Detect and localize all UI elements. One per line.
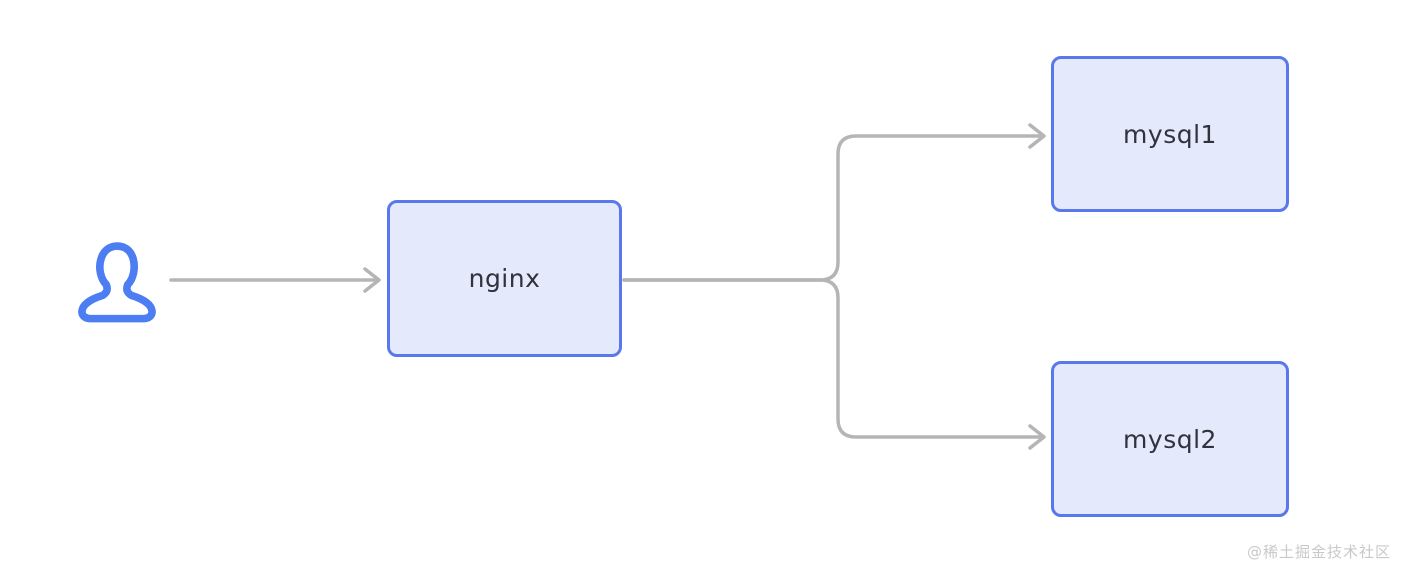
user-icon xyxy=(74,236,160,326)
edge-nginx-mysql1 xyxy=(622,123,1046,282)
node-mysql2-label: mysql2 xyxy=(1123,424,1217,454)
watermark: @稀土掘金技术社区 xyxy=(1246,543,1391,561)
edge-nginx-mysql2 xyxy=(622,278,1046,450)
edge-user-nginx xyxy=(169,267,381,293)
node-mysql1-label: mysql1 xyxy=(1123,119,1217,149)
node-mysql1: mysql1 xyxy=(1051,56,1289,212)
node-nginx-label: nginx xyxy=(468,264,541,293)
node-mysql2: mysql2 xyxy=(1051,361,1289,517)
node-nginx: nginx xyxy=(387,200,622,357)
